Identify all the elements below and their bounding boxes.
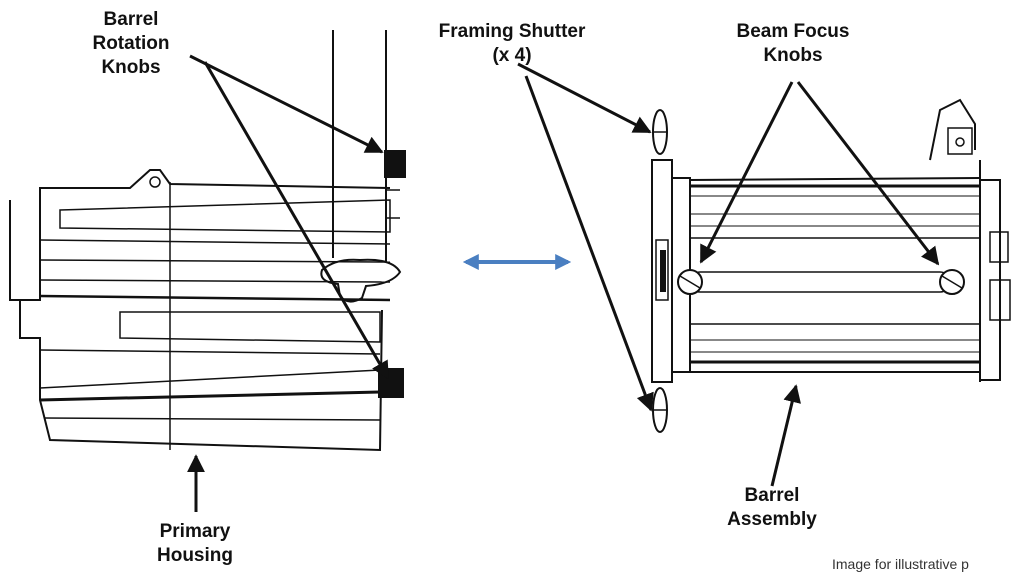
- label-line: Framing Shutter: [438, 21, 586, 42]
- label-barrel-rotation-knobs: Barrel Rotation Knobs: [86, 8, 176, 80]
- arrow-barrel-assembly: [770, 384, 801, 487]
- arrow-framing-shutter-upper: [517, 62, 652, 134]
- label-framing-shutter: Framing Shutter (x 4): [412, 20, 612, 68]
- arrow-barrel-rotation-lower: [203, 61, 390, 380]
- arrow-beam-focus-right: [796, 81, 940, 266]
- label-line: Beam Focus: [736, 21, 850, 42]
- barrel-assembly-drawing: [651, 98, 1011, 433]
- label-line: Assembly: [727, 509, 817, 530]
- label-line: Barrel: [744, 485, 800, 506]
- callout-arrows: [187, 54, 940, 512]
- label-line: Housing: [157, 545, 233, 566]
- arrow-beam-focus-left: [699, 81, 794, 264]
- illustrative-footnote: Image for illustrative p: [832, 556, 969, 572]
- label-line: Rotation: [92, 33, 170, 54]
- label-line: (x 4): [492, 45, 532, 66]
- primary-housing-drawing: [9, 30, 406, 452]
- label-barrel-assembly: Barrel Assembly: [712, 484, 832, 532]
- arrow-framing-shutter-lower: [524, 75, 654, 412]
- arrow-barrel-rotation-upper: [189, 54, 384, 154]
- label-line: Knobs: [763, 45, 823, 66]
- label-beam-focus-knobs: Beam Focus Knobs: [718, 20, 868, 68]
- label-line: Knobs: [101, 57, 161, 78]
- label-primary-housing: Primary Housing: [140, 520, 250, 568]
- label-line: Barrel: [103, 9, 159, 30]
- label-line: Primary: [159, 521, 231, 542]
